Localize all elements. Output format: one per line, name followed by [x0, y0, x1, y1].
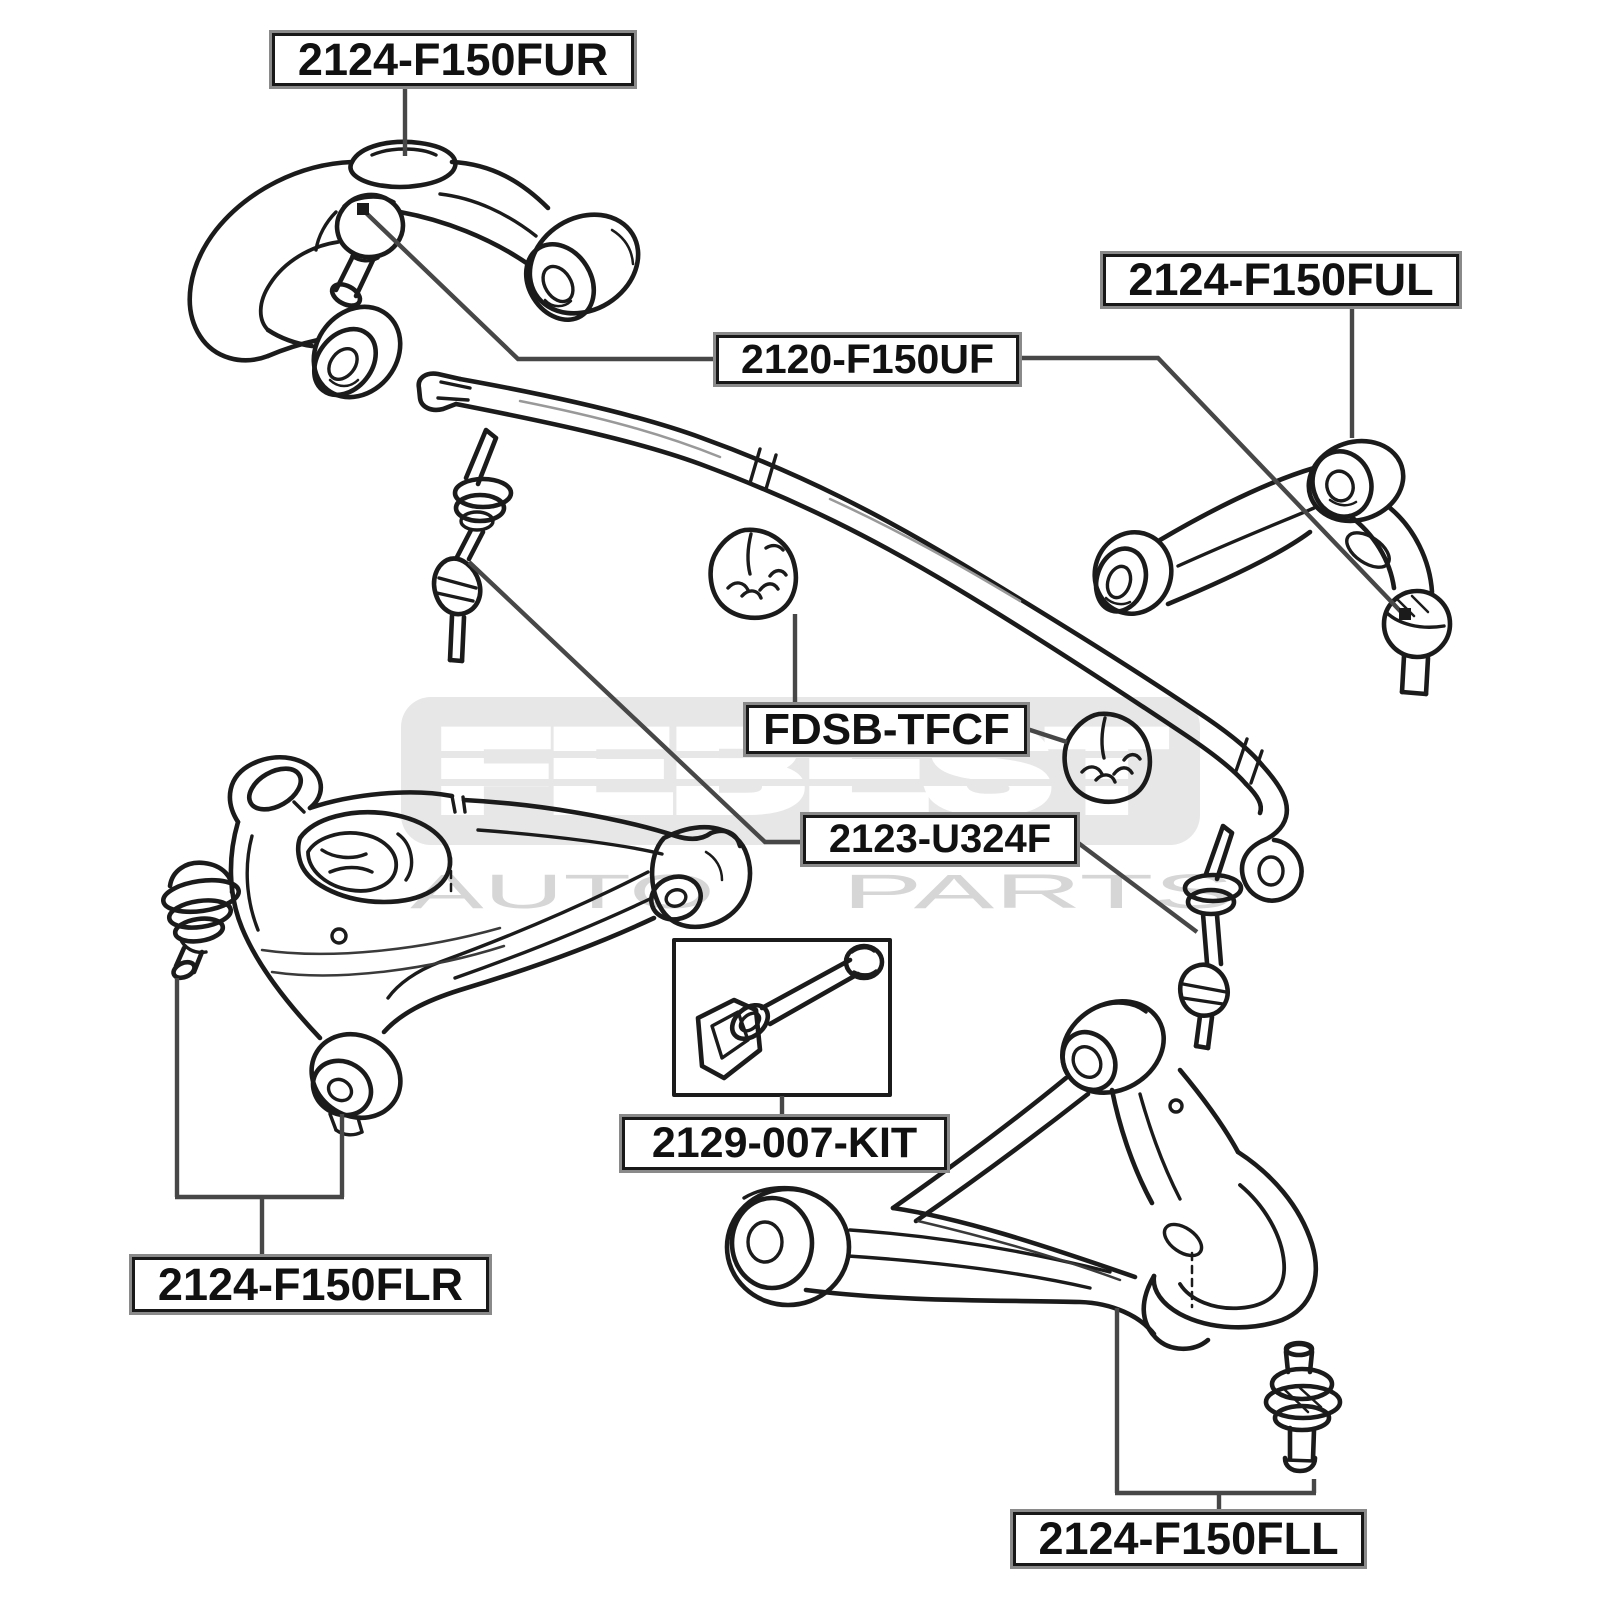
watermark-brand-text: FEBEST [437, 708, 1163, 835]
leader-uf-left [361, 208, 716, 362]
part-label-2124-f150fur: 2124-F150FUR [269, 30, 637, 89]
leader-fdsb-right [1026, 726, 1068, 745]
part-label-2120-f150uf: 2120-F150UF [713, 332, 1022, 387]
leader-u324-left [467, 560, 803, 845]
part-upper-arm-left [1092, 438, 1453, 697]
part-stabilizer-bar [416, 371, 1304, 903]
leader-fll [1114, 1308, 1317, 1513]
leader-marker-uf-left [357, 203, 369, 215]
part-label-2129-007-kit: 2129-007-KIT [619, 1114, 950, 1173]
watermark-slat-gap-1 [420, 751, 1190, 758]
watermark-slat-gap-2 [420, 779, 1190, 786]
part-stabilizer-bushing-2 [1062, 711, 1153, 805]
part-label-fdsb-tfcf: FDSB-TFCF [743, 702, 1030, 757]
leader-flr [174, 978, 345, 1258]
part-label-2124-f150flr: 2124-F150FLR [129, 1254, 492, 1315]
leader-u324-right [1075, 840, 1199, 934]
leader-marker-uf-right [1399, 608, 1411, 620]
line-art-layer [161, 139, 1453, 1474]
part-stabilizer-bushing-1 [708, 527, 799, 621]
part-repair-kit [672, 938, 892, 1097]
part-label-2124-f150ful: 2124-F150FUL [1100, 251, 1462, 309]
part-upper-arm-right [187, 139, 641, 400]
part-lower-arm-left [724, 998, 1343, 1474]
leader-uf-right [1019, 355, 1407, 618]
part-stabilizer-link-right [1177, 823, 1244, 1051]
leader-lines [174, 86, 1411, 1513]
part-lower-arm-right [161, 755, 753, 1137]
watermark-parts-text: PARTS [842, 866, 1234, 919]
part-label-2124-f150fll: 2124-F150FLL [1010, 1509, 1367, 1569]
part-stabilizer-link-left [431, 427, 514, 664]
part-label-2123-u324f: 2123-U324F [800, 812, 1080, 867]
